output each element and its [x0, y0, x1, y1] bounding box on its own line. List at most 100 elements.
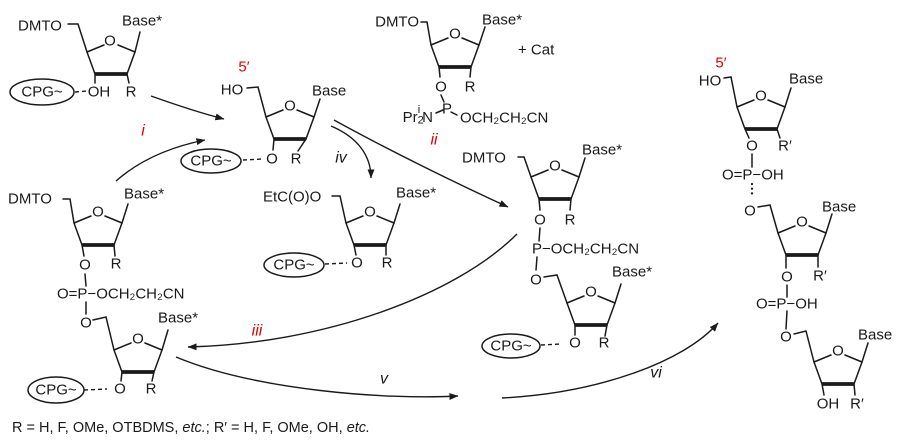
step-label-iv: iv [335, 150, 348, 167]
r-group-caption: R = H, F, OMe, OTBDMS, etc.; R′ = H, F, … [12, 420, 370, 436]
structure-capped-nucleoside: CPG~ EtC(O)O O Base* O R [263, 185, 436, 278]
cpg-oval [263, 252, 325, 278]
ring-oxygen-label: O [832, 343, 844, 360]
ring-oxygen-label: O [104, 33, 116, 50]
ho-label: HO [221, 82, 244, 99]
substituent-bonds [62, 198, 169, 382]
r-2prime-label-2: R [599, 335, 610, 352]
r-2prime-label: R [465, 79, 476, 96]
base2-label: Base* [612, 264, 652, 281]
phosphorus-label: P [442, 101, 452, 118]
arrow-step-vi [501, 322, 719, 399]
ring-bonds [73, 215, 163, 373]
ring-bonds [265, 109, 315, 140]
ring-bottom-bonds [745, 127, 854, 386]
structure-support-nucleoside-dmt: CPG~ DMTO O Base* OH R [9, 13, 162, 106]
substituent-bonds [723, 76, 869, 396]
cpg-oval [27, 376, 85, 404]
ring-oxygen-label: O [755, 88, 767, 105]
step-label-iii: iii [252, 323, 263, 340]
o-3prime-label: O [746, 138, 758, 155]
phosphite-group-label: P−OCH₂CH₂CN [532, 241, 639, 258]
cpg-label: CPG~ [21, 84, 63, 101]
r-2prime-label: R′ [778, 138, 792, 155]
ring-oxygen-label: O [132, 331, 144, 348]
ring-oxygen-label: O [549, 158, 561, 175]
amine-pr: Pr [403, 109, 418, 126]
ring-bonds [430, 37, 480, 68]
cpg-oval [9, 78, 75, 106]
caption-part1: R = H, F, OMe, OTBDMS, [12, 420, 182, 436]
o-3prime-label: O [79, 257, 91, 274]
dmto-label: DMTO [375, 14, 419, 31]
o-5prime-label: O [744, 203, 756, 220]
oh-3prime-label: OH [88, 84, 111, 101]
phosphate-group-label: O=P−OCH₂CH₂CN [57, 286, 185, 303]
reaction-arrows [115, 95, 719, 400]
five-prime-label: 5′ [238, 59, 249, 76]
cpg-label: CPG~ [273, 257, 315, 274]
ring-oxygen-label: O [92, 204, 104, 221]
ring-oxygen-label: O [585, 284, 597, 301]
base-label: Base [312, 83, 346, 100]
arrow-step-iv [330, 125, 375, 179]
base1-label: Base [789, 71, 823, 88]
ring-oxygen-label: O [364, 204, 376, 221]
ring-oxygen-label: O [284, 98, 296, 115]
base-label: Base* [122, 13, 162, 30]
o-3prime-label-2: O [781, 269, 793, 286]
base2-label: Base [822, 199, 856, 216]
r-2prime-label-2: R′ [813, 268, 827, 285]
r-2prime-label-3: R′ [850, 396, 864, 413]
cpg-label: CPG~ [35, 382, 77, 399]
ring-bonds [736, 99, 863, 385]
o-5prime-label: O [80, 315, 92, 332]
amine-n: N [422, 109, 433, 126]
caption-etc1: etc. [182, 420, 205, 436]
structure-phosphotriester-dimer: CPG~ DMTO O Base* O R O=P−OCH₂CH₂CN O O … [8, 186, 198, 404]
phosphate2-label: O=P−OH [756, 296, 818, 313]
phosphate1-label: O=P−OH [722, 167, 784, 184]
structure-phosphite-dimer: CPG~ DMTO O Base* O R P−OCH₂CH₂CN O O Ba… [462, 142, 652, 359]
step-label-ii: ii [430, 132, 438, 149]
cpg-label: CPG~ [190, 153, 232, 170]
amine-sup-i: i [418, 104, 420, 116]
o-5prime-label: O [530, 272, 542, 289]
caption-part2: ; R′ = H, F, OMe, OH, [206, 420, 347, 436]
dmto-label: DMTO [462, 150, 506, 167]
o-3prime-label-2: O [114, 381, 126, 398]
r-2prime-label: R [126, 84, 137, 101]
cpg-oval [481, 333, 541, 359]
structure-support-nucleoside-5oh: CPG~ 5′ HO O Base O R [180, 59, 346, 174]
dmto-label: DMTO [8, 191, 52, 208]
substituent-bonds [420, 21, 486, 116]
ho-label: HO [699, 73, 722, 90]
step-labels: i ii iii iv v vi [141, 123, 662, 388]
base1-label: Base* [124, 186, 164, 203]
cap-label: EtC(O)O [263, 189, 321, 206]
ring-bottom-bonds [539, 197, 607, 327]
step-label-vi: vi [650, 365, 662, 382]
ring-oxygen-label: O [796, 214, 808, 231]
substituent-bonds [331, 195, 401, 256]
linker-dashes [540, 343, 562, 346]
o-3prime-label: O [534, 212, 546, 229]
substituent-bonds [517, 156, 622, 337]
ring-bonds [345, 215, 395, 246]
oh-3prime-label: OH [817, 396, 840, 413]
o-5prime-label-2: O [780, 329, 792, 346]
base-label: Base* [396, 185, 436, 202]
caption-etc2: etc. [347, 420, 370, 436]
cyanoethyl-label: OCH₂CH₂CN [460, 110, 548, 127]
linker-dashes [242, 158, 264, 161]
r-2prime-label-2: R [146, 381, 157, 398]
linker-dashes [324, 262, 348, 265]
o-3prime-label: O [266, 151, 278, 168]
ring-bonds [86, 44, 136, 75]
base2-label: Base* [158, 310, 198, 327]
base1-label: Base* [582, 142, 622, 159]
linker-dashes [74, 90, 88, 93]
